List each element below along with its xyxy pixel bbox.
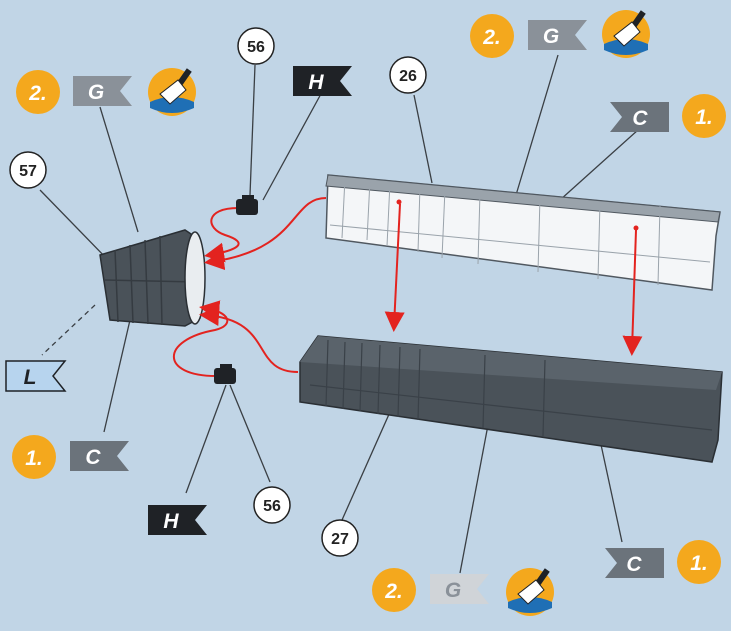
flag-h-top: H xyxy=(293,66,352,96)
step-1-clean-top-right: C 1. xyxy=(610,94,726,138)
part-number-label: 57 xyxy=(19,163,37,180)
callout-56-top: 56 xyxy=(237,27,275,65)
paint-brush-icon xyxy=(148,68,196,116)
step-badge xyxy=(677,540,721,584)
callout-27: 27 xyxy=(321,519,359,557)
step-number: 2. xyxy=(28,82,47,105)
part-number-label: 56 xyxy=(263,498,281,515)
step-1-clean-left: 1. C xyxy=(12,435,129,479)
step-number: 2. xyxy=(384,580,403,603)
step-badge xyxy=(16,70,60,114)
step-1-clean-bottom-right: C 1. xyxy=(605,540,721,584)
step-number: 1. xyxy=(695,106,713,129)
hole-marker xyxy=(396,199,402,205)
callout-56-bottom: 56 xyxy=(253,486,291,524)
flag-g xyxy=(73,76,132,106)
step-badge xyxy=(470,14,514,58)
paint-brush-icon xyxy=(602,10,650,58)
paint-brush-icon xyxy=(506,568,554,616)
flag-letter: C xyxy=(85,446,101,469)
flag-l: L xyxy=(5,360,67,392)
step-number: 1. xyxy=(25,447,43,470)
step-2-grease-top-right: 2. G xyxy=(470,10,650,58)
flag-letter: G xyxy=(88,81,104,104)
flag-letter: G xyxy=(543,25,559,48)
flag-c xyxy=(605,548,664,578)
flag-h-bottom: H xyxy=(148,505,207,535)
leader-lines xyxy=(39,54,639,574)
part-number-label: 56 xyxy=(247,39,265,56)
step-2-grease-bottom: 2. G xyxy=(372,568,554,616)
flag-letter: L xyxy=(24,366,37,389)
flag-c xyxy=(610,102,669,132)
flag-c xyxy=(70,441,129,471)
step-number: 2. xyxy=(482,26,501,49)
callout-57: 57 xyxy=(9,151,47,189)
flag-letter: H xyxy=(308,71,324,94)
part-number-label: 27 xyxy=(331,531,349,548)
flag-g xyxy=(528,20,587,50)
step-badge xyxy=(682,94,726,138)
step-badge xyxy=(12,435,56,479)
clip-56-top xyxy=(236,195,258,215)
flag-g xyxy=(430,574,489,604)
clip-56-bottom xyxy=(214,364,236,384)
flag-letter: H xyxy=(163,510,179,533)
tube-upper-light xyxy=(325,174,721,291)
tube-lower-dark xyxy=(299,335,723,463)
flag-letter: C xyxy=(632,107,648,130)
step-number: 1. xyxy=(690,552,708,575)
flag-letter: G xyxy=(445,579,461,602)
step-badge xyxy=(372,568,416,612)
step-2-grease-top-left: 2. G xyxy=(16,68,196,116)
hole-marker xyxy=(633,225,639,231)
part-number-label: 26 xyxy=(399,68,417,85)
wire-routes xyxy=(173,197,643,377)
flag-letter: C xyxy=(626,553,642,576)
callout-26: 26 xyxy=(389,56,427,94)
end-cap-57 xyxy=(99,229,206,327)
